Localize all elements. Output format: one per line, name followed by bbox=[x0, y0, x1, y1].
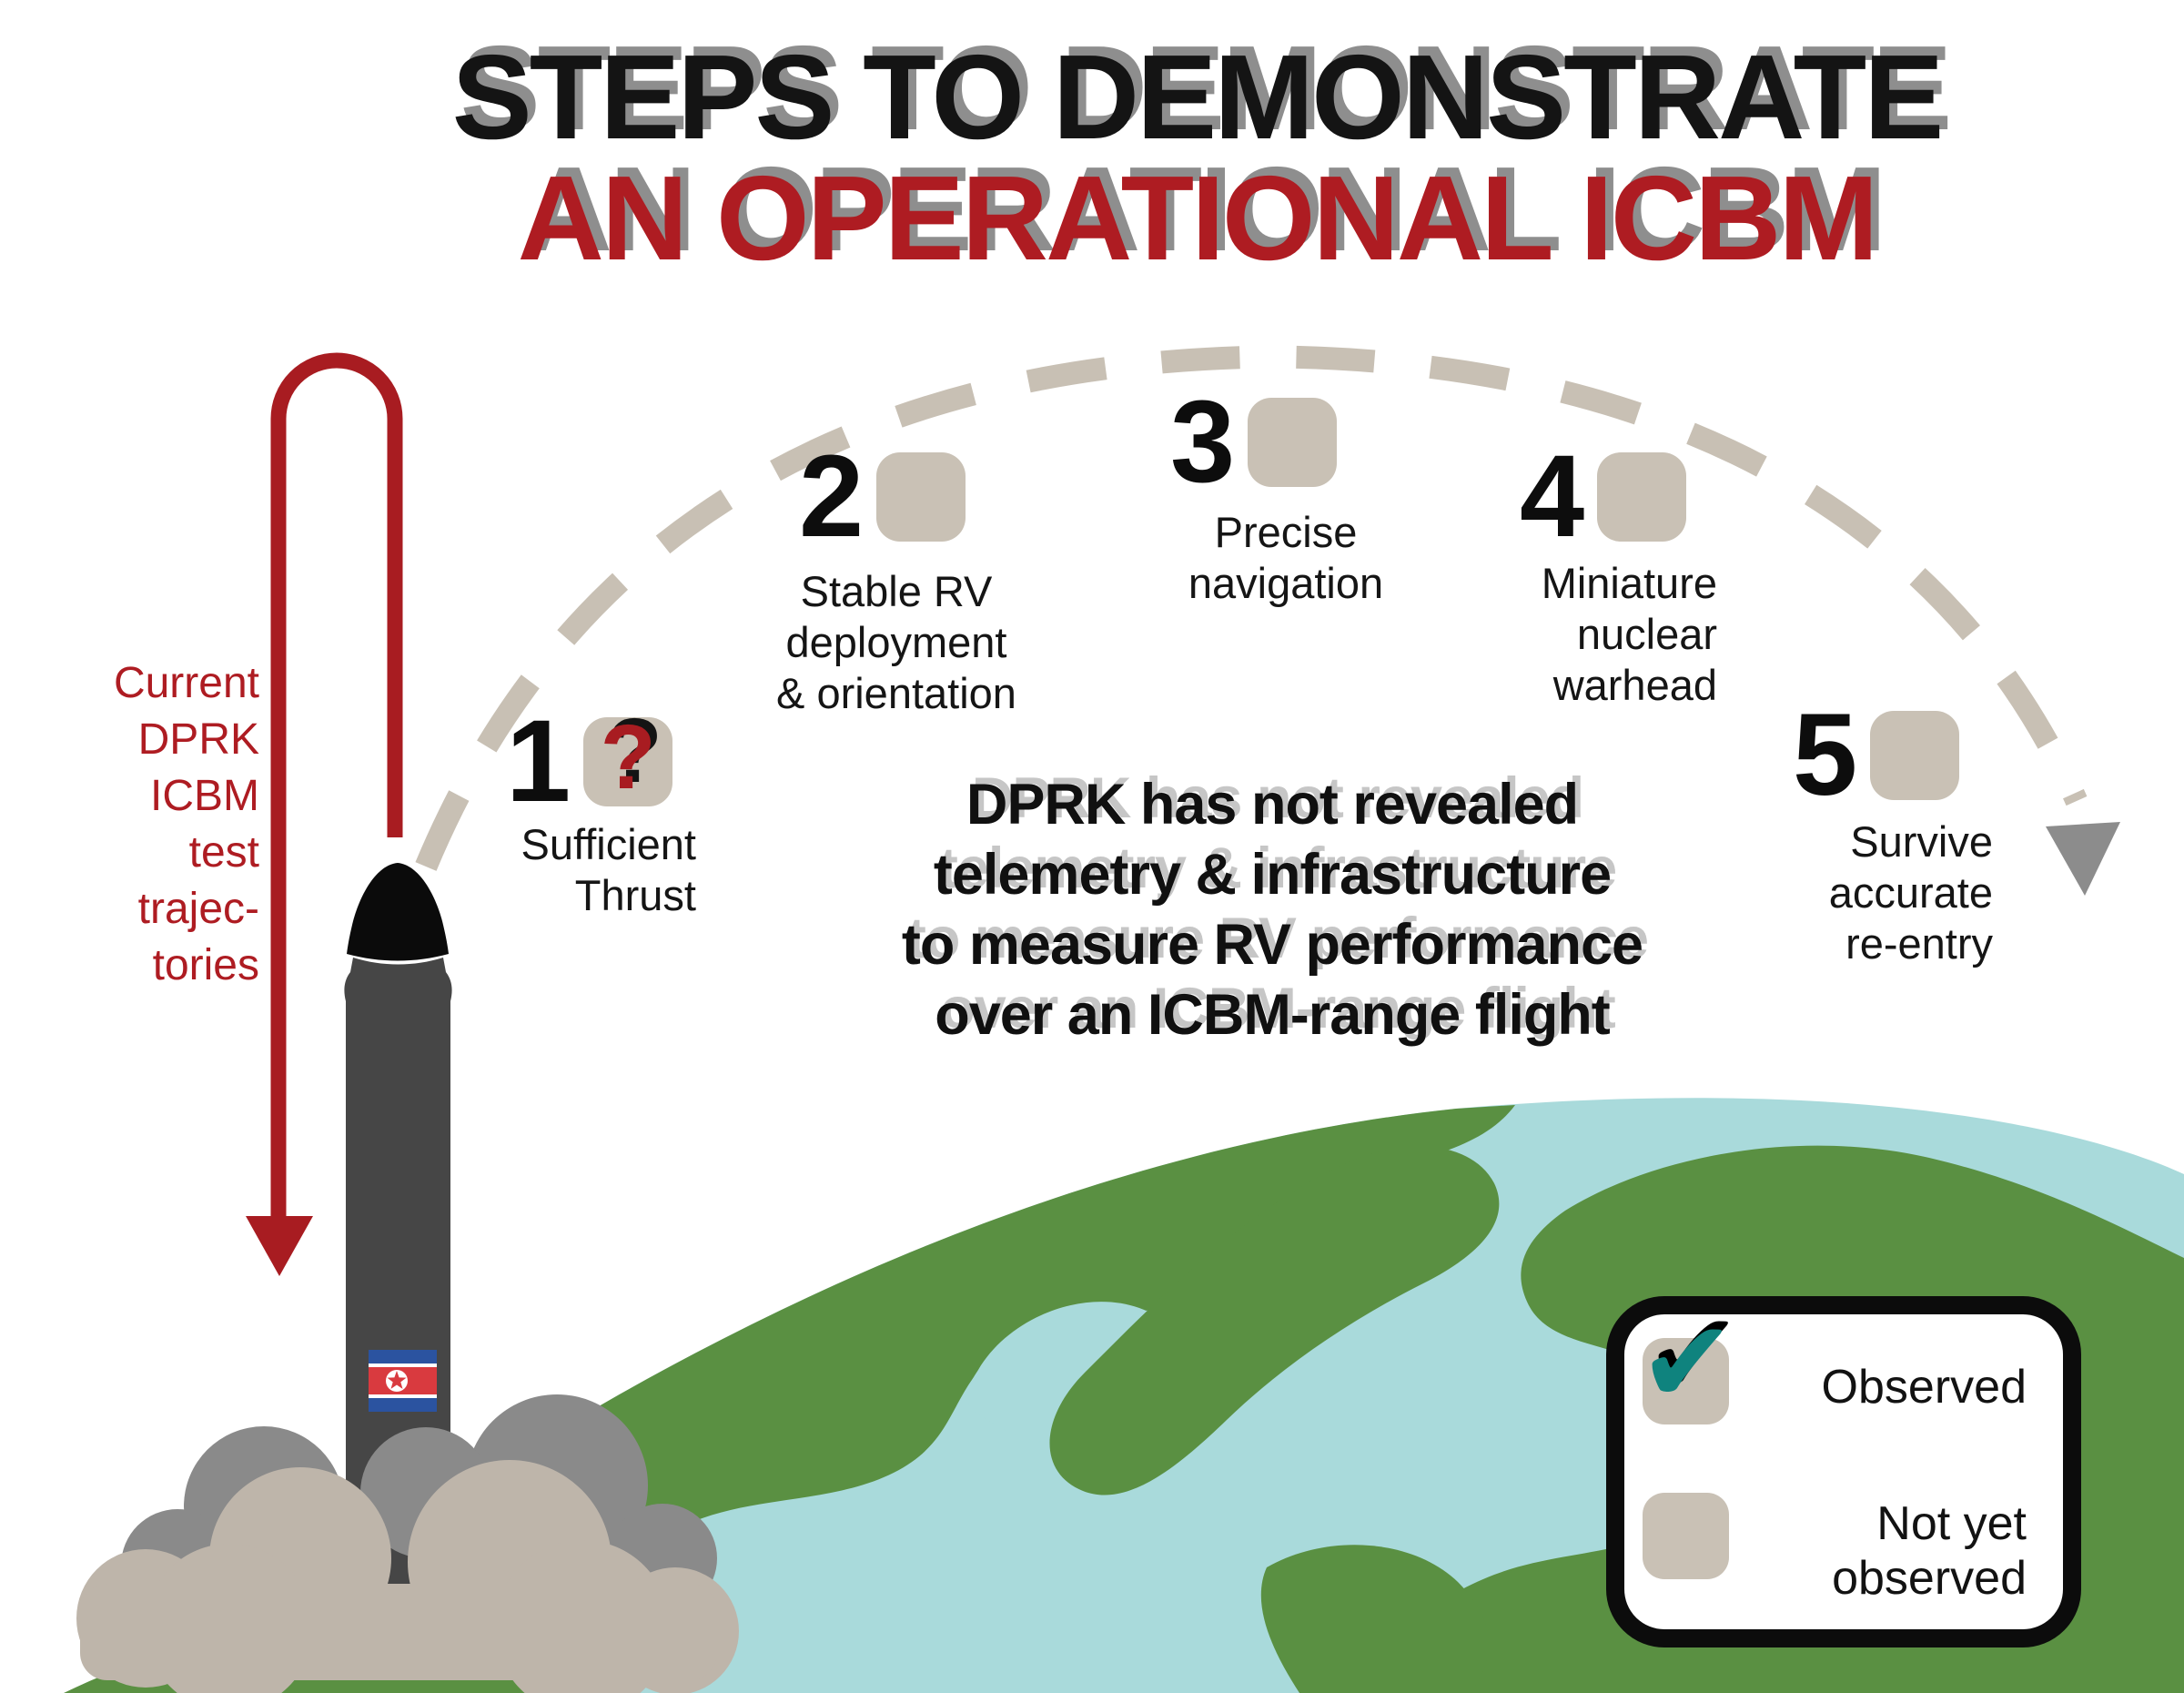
step-5-number: 5 bbox=[1793, 690, 1858, 820]
flight-path-arc bbox=[415, 345, 2120, 896]
callout-text: DPRK has not revealed telemetry & infras… bbox=[901, 773, 1643, 1047]
step-4-number: 4 bbox=[1520, 431, 1585, 562]
page-title: STEPS TO DEMONSTRATE AN OPERATIONAL ICBM bbox=[209, 36, 2184, 279]
step-3-checkbox bbox=[1248, 398, 1338, 487]
trajectory-caption-line: ICBM bbox=[150, 772, 259, 820]
trajectory-caption-line: test bbox=[188, 828, 259, 877]
step-2-number: 2 bbox=[799, 431, 864, 562]
arc-arrowhead-icon bbox=[2046, 822, 2120, 896]
step-2: 2 bbox=[799, 431, 966, 562]
trajectory-caption-line: DPRK bbox=[137, 715, 259, 764]
legend-not-observed-checkbox bbox=[1643, 1493, 1729, 1579]
step-5: 5 bbox=[1793, 690, 1960, 820]
question-mark-icon: ? bbox=[600, 705, 656, 808]
trajectory-caption-line: tories bbox=[152, 941, 259, 989]
step-1-checkbox: ? bbox=[583, 706, 673, 808]
dprk-flag-icon bbox=[369, 1350, 437, 1412]
trajectory-caption-line: Current bbox=[113, 659, 259, 707]
step-3-number: 3 bbox=[1170, 377, 1236, 507]
step-4-checkbox bbox=[1597, 452, 1687, 542]
step-1-number: 1 bbox=[506, 696, 571, 826]
step-2-checkbox bbox=[876, 452, 966, 542]
legend-observed-checkbox bbox=[1643, 1338, 1729, 1424]
trajectory-caption: Current DPRK ICBM test trajec- tories bbox=[114, 655, 259, 994]
smoke-cloud bbox=[76, 1394, 739, 1693]
missile-nose-cone bbox=[347, 863, 449, 961]
step-1-label: Sufficient Thrust bbox=[521, 820, 696, 919]
legend: ✔ Observed Not yet observed bbox=[1606, 1296, 2081, 1647]
legend-observed-label: Observed bbox=[1821, 1361, 2027, 1414]
checkmark-icon: ✔ bbox=[1639, 1295, 1735, 1429]
step-5-checkbox bbox=[1870, 711, 1960, 800]
legend-not-observed-label: Not yet observed bbox=[1832, 1497, 2027, 1605]
step-1: 1 ? bbox=[506, 696, 673, 826]
trajectory-caption-line: trajec- bbox=[137, 885, 259, 933]
step-4: 4 bbox=[1520, 431, 1687, 562]
title-line-1: STEPS TO DEMONSTRATE bbox=[451, 30, 1945, 164]
down-arrowhead-icon bbox=[246, 1216, 313, 1276]
step-5-label: Survive accurate re-entry bbox=[1828, 817, 1993, 968]
step-3: 3 bbox=[1170, 377, 1338, 507]
step-2-label: Stable RV deployment & orientation bbox=[776, 567, 1016, 717]
step-3-label: Precise navigation bbox=[1188, 508, 1384, 607]
test-trajectory-arrow bbox=[246, 352, 403, 1276]
step-4-label: Miniature nuclear warhead bbox=[1541, 559, 1717, 709]
title-line-2: AN OPERATIONAL ICBM bbox=[517, 151, 1879, 285]
